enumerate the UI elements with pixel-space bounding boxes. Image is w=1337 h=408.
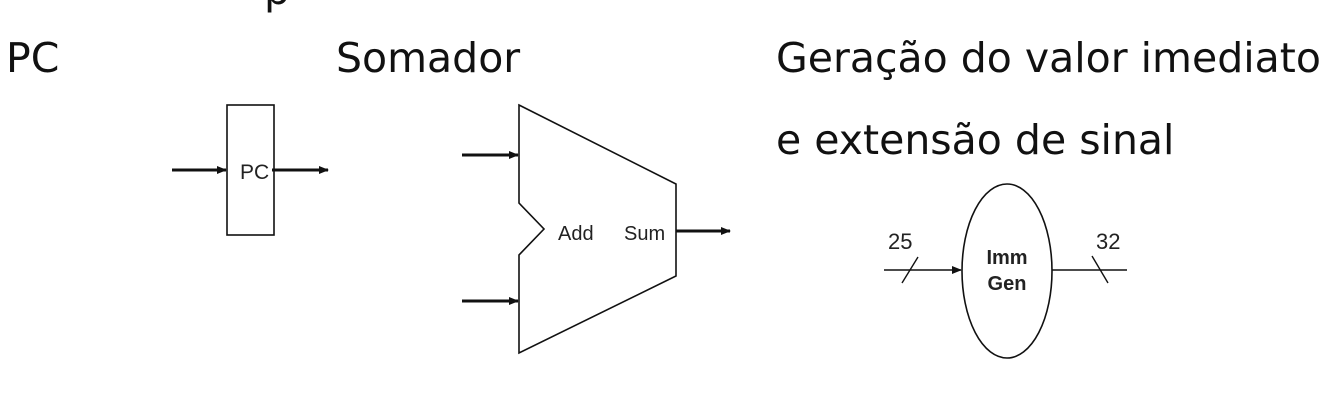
adder-alu-shape: [518, 103, 677, 355]
immgen-input-bus-slash: [901, 256, 919, 284]
adder-add-label: Add: [558, 223, 594, 245]
adder-sum-label: Sum: [624, 223, 665, 245]
clipped-heading-fragment: p: [264, 0, 290, 14]
immgen-input-width: 25: [888, 229, 912, 254]
immgen-output-width: 32: [1096, 229, 1120, 254]
immgen-title-line2: e extensão de sinal: [776, 116, 1175, 164]
immgen-title-line1: Geração do valor imediato: [776, 34, 1321, 82]
immgen-label-line2: Gen: [988, 273, 1027, 295]
pc-component: PC: [172, 104, 329, 236]
immgen-label-line1: Imm: [986, 247, 1027, 269]
immgen-ellipse: [961, 183, 1053, 359]
pc-block-label: PC: [240, 161, 269, 184]
adder-component: Add Sum: [462, 103, 731, 355]
adder-title: Somador: [336, 34, 521, 82]
pc-title: PC: [6, 34, 60, 82]
immgen-component: 25 Imm Gen 32: [884, 183, 1127, 359]
immgen-output-bus-slash: [1091, 255, 1109, 284]
